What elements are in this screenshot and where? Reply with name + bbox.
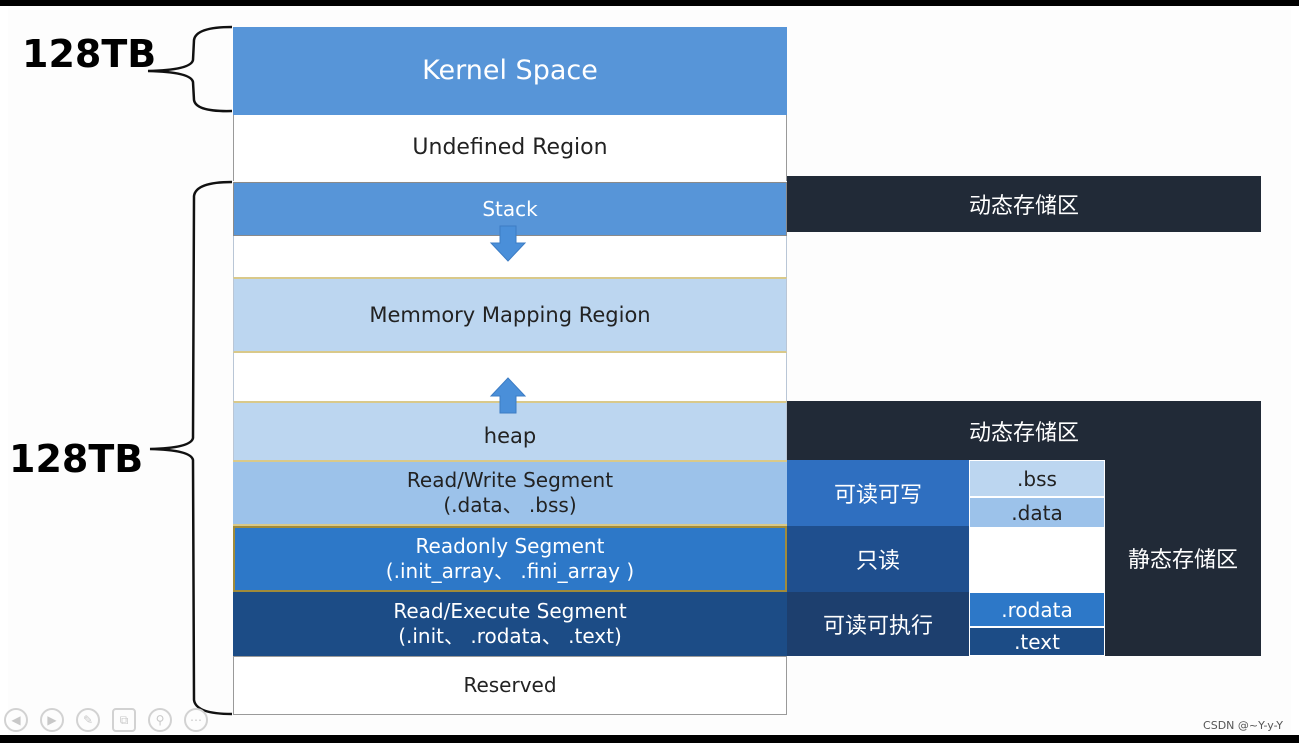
data-section-label: .data (1011, 500, 1063, 525)
read-write-permission-box: 可读可写 (787, 460, 969, 526)
read-only-permission-box: 只读 (787, 526, 969, 592)
read-exec-permission-label: 可读可执行 (822, 614, 933, 639)
more-icon[interactable]: ⋯ (184, 708, 208, 732)
kernel-size-label: 128TB (22, 32, 157, 76)
rodata-section-label: .rodata (1001, 597, 1073, 622)
text-section-label: .text (1014, 629, 1060, 654)
user-size-label: 128TB (9, 437, 144, 481)
undefined-region-label: Undefined Region (412, 135, 608, 161)
static-storage-label: 静态存储区 (1127, 548, 1238, 573)
read-write-permission-label: 可读可写 (833, 483, 922, 508)
read-execute-label: Read/Execute Segment (393, 599, 627, 623)
heap-up-arrow-icon (489, 377, 527, 414)
read-execute-segment: Read/Execute Segment (.init、 .rodata、 .t… (233, 592, 787, 656)
static-storage-panel: 静态存储区 (1105, 460, 1261, 656)
readonly-empty-box (969, 528, 1105, 592)
copy-icon[interactable]: ⧉ (112, 708, 136, 732)
memory-mapping-segment: Memmory Mapping Region (233, 277, 787, 353)
kernel-space-segment: Kernel Space (233, 27, 787, 115)
zoom-icon[interactable]: ⚲ (148, 708, 172, 732)
bss-section-label: .bss (1017, 466, 1057, 491)
read-write-label: Read/Write Segment (406, 468, 614, 492)
watermark: CSDN @~Y-y-Y (1203, 719, 1283, 732)
read-write-segment: Read/Write Segment (.data、 .bss) (233, 460, 787, 526)
read-only-permission-label: 只读 (855, 549, 900, 574)
readonly-segment: Readonly Segment (.init_array、 .fini_arr… (233, 526, 787, 592)
text-section-box: .text (969, 627, 1105, 656)
readonly-label: Readonly Segment (415, 534, 605, 558)
memory-mapping-label: Memmory Mapping Region (369, 302, 651, 327)
read-exec-permission-box: 可读可执行 (787, 592, 969, 656)
next-icon[interactable]: ▶ (40, 708, 64, 732)
data-section-box: .data (969, 497, 1105, 528)
bottom-black-bar (0, 735, 1299, 743)
reserved-label: Reserved (463, 673, 557, 697)
dynamic-storage-heap-label: 动态存储区 (968, 420, 1079, 446)
stack-label: Stack (482, 196, 538, 221)
read-execute-sections: (.init、 .rodata、 .text) (398, 624, 622, 648)
prev-icon[interactable]: ◀ (4, 708, 28, 732)
reserved-segment: Reserved (233, 656, 787, 715)
top-brace (147, 25, 233, 113)
kernel-space-label: Kernel Space (422, 55, 598, 87)
readonly-sections: (.init_array、 .fini_array ) (385, 559, 635, 583)
bss-section-box: .bss (969, 460, 1105, 497)
read-write-sections: (.data、 .bss) (443, 493, 577, 517)
undefined-region-segment: Undefined Region (233, 115, 787, 181)
top-black-bar (0, 0, 1299, 6)
dynamic-storage-heap-panel: 动态存储区 (787, 401, 1261, 460)
heap-label: heap (483, 424, 537, 449)
dynamic-storage-top-panel: 动态存储区 (787, 176, 1261, 232)
rodata-section-box: .rodata (969, 592, 1105, 627)
bottom-brace (149, 180, 233, 716)
stack-down-arrow-icon (489, 225, 527, 262)
pen-icon[interactable]: ✎ (76, 708, 100, 732)
dynamic-storage-top-label: 动态存储区 (968, 194, 1079, 219)
